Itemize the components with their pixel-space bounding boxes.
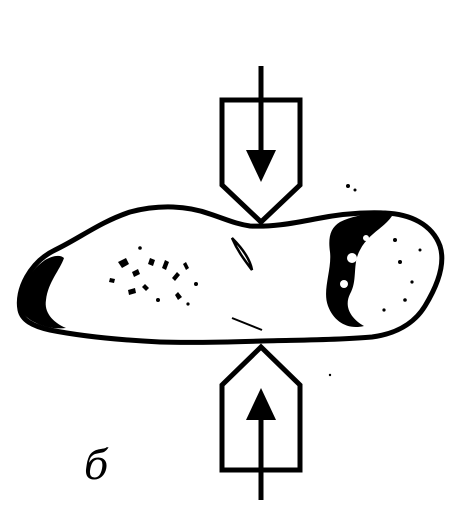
- rock-specimen: [19, 207, 441, 343]
- top-indenter-icon: [222, 66, 300, 222]
- figure-caption: б: [84, 446, 108, 486]
- bottom-indenter-icon: [222, 347, 300, 500]
